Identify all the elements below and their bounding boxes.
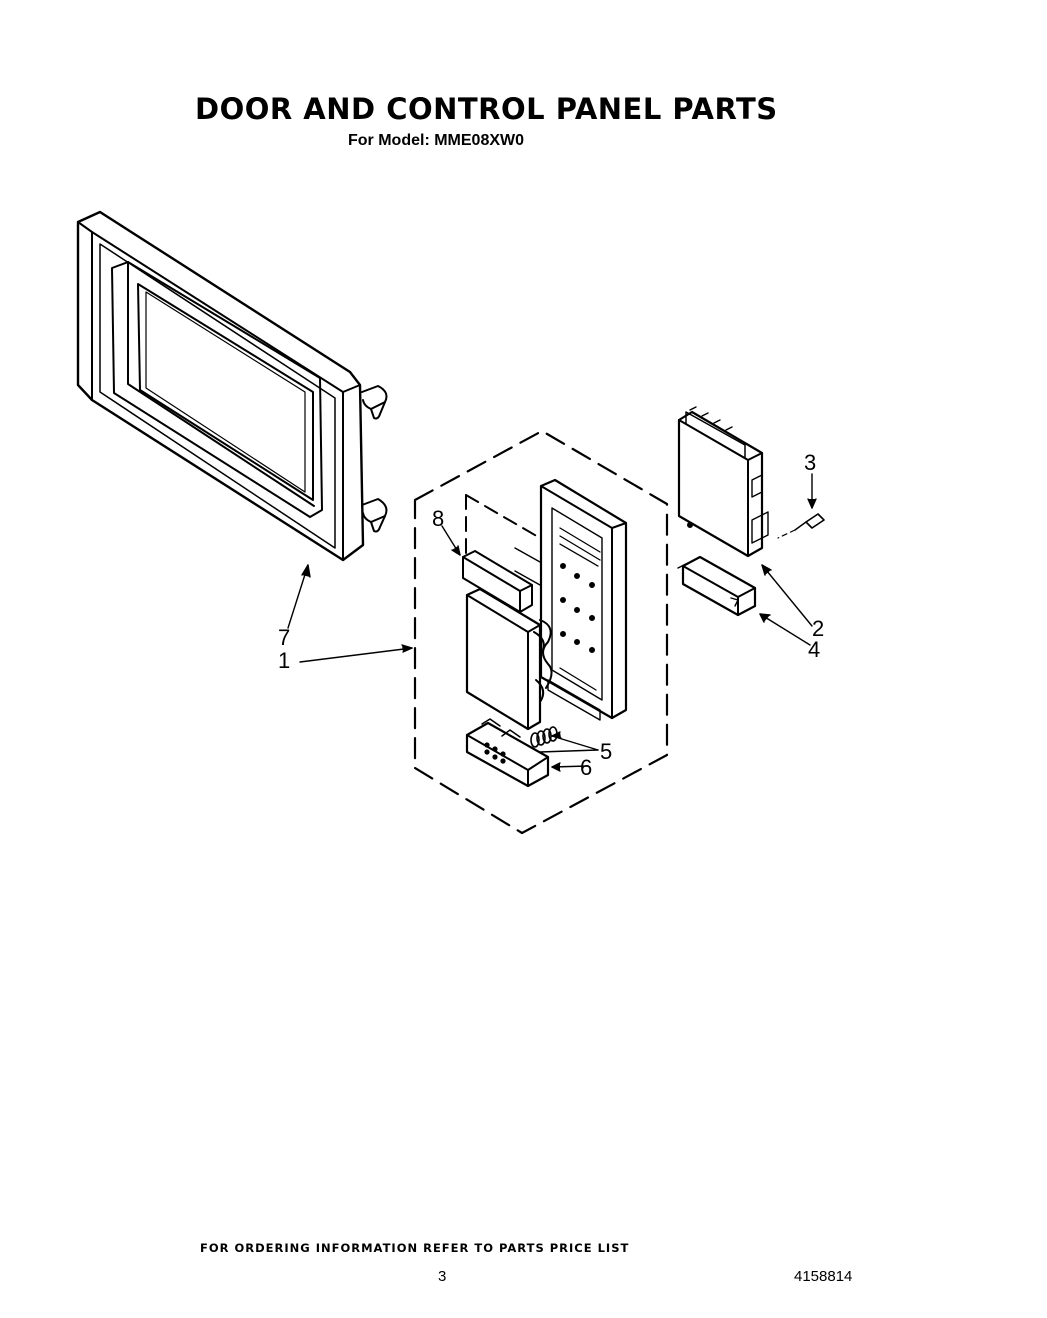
callout-3: 3 [804,450,816,475]
control-panel-frame [539,478,628,721]
page-title: DOOR AND CONTROL PANEL PARTS [195,92,778,126]
document-number: 4158814 [794,1268,853,1285]
ordering-info-note: FOR ORDERING INFORMATION REFER TO PARTS … [200,1241,630,1255]
leader-lines [287,473,817,772]
callout-8: 8 [432,506,444,531]
callout-7: 7 [278,625,290,650]
page-number: 3 [438,1268,447,1285]
callout-1: 1 [278,648,290,673]
callout-2: 2 [812,616,824,641]
part-4-bracket [677,555,757,617]
touchpad-plate [465,587,553,731]
part-2-circuit-board [677,406,769,558]
door-assembly [76,210,388,562]
part-8-window [462,547,541,613]
callout-6: 6 [580,755,592,780]
callout-5: 5 [600,739,612,764]
part-3-screw [777,513,825,539]
model-subtitle: For Model: MME08XW0 [348,132,525,149]
control-panel-assembly-outline [413,429,669,835]
part-6-button-block [465,718,550,788]
callout-4: 4 [808,637,820,662]
